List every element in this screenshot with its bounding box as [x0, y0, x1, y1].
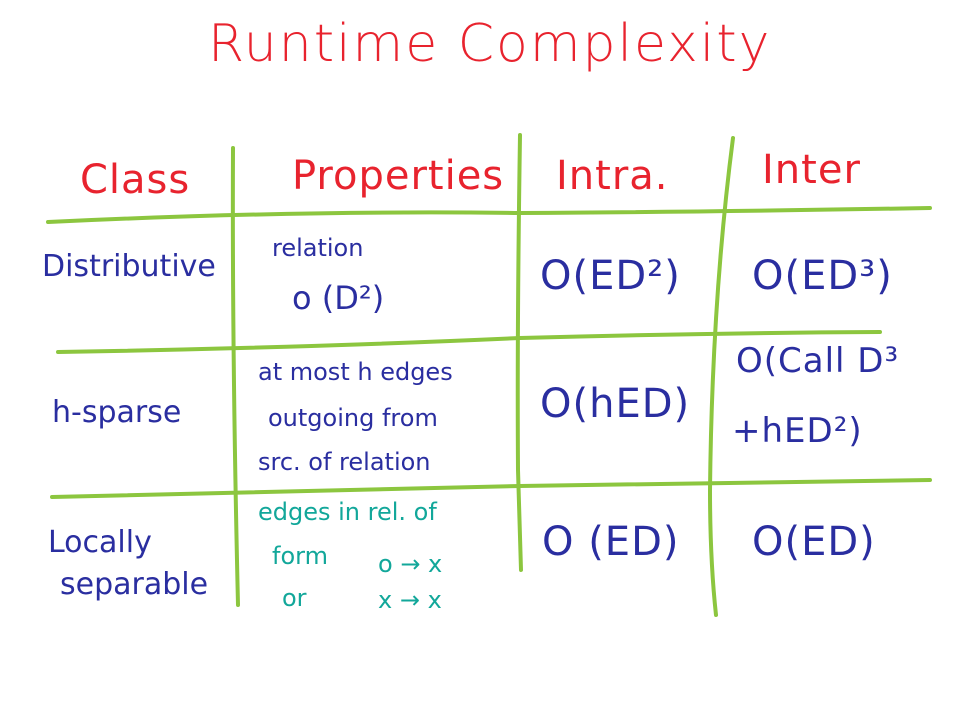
- row3-property-line3: o → x: [378, 550, 443, 578]
- grid-hline-3: [50, 478, 932, 499]
- header-intra: Intra.: [556, 153, 669, 199]
- row2-class: h-sparse: [52, 395, 182, 430]
- row1-intra: O(ED²): [540, 253, 681, 299]
- row3-property-line4: or: [282, 584, 307, 612]
- grid-hline-2: [56, 330, 882, 354]
- row3-class-line2: separable: [60, 567, 209, 602]
- header-class: Class: [80, 157, 191, 203]
- row2-property-line1: at most h edges: [258, 358, 453, 386]
- row3-property-line5: x → x: [378, 586, 442, 614]
- page-title: Runtime Complexity: [208, 14, 772, 74]
- row2-inter-line2: +hED²): [732, 411, 863, 451]
- row3-class-line1: Locally: [48, 525, 152, 560]
- header-inter: Inter: [762, 147, 861, 193]
- row2-property-line3: src. of relation: [258, 448, 431, 476]
- grid-vline-2: [515, 133, 523, 572]
- row3-intra: O (ED): [542, 519, 680, 565]
- row1-class: Distributive: [42, 249, 216, 284]
- grid-vline-3: [707, 136, 735, 617]
- grid-hline-1: [46, 206, 932, 224]
- row3-property-line1: edges in rel. of: [258, 498, 437, 526]
- row1-inter: O(ED³): [752, 253, 893, 299]
- row1-property-line1: relation: [272, 234, 364, 262]
- row3-property-line2: form: [272, 542, 328, 570]
- row1-property-line2: o (D²): [292, 279, 385, 317]
- row2-intra: O(hED): [540, 381, 691, 427]
- grid-vline-1: [230, 146, 240, 607]
- row3-inter: O(ED): [752, 519, 876, 565]
- row2-inter-line1: O(Call D³: [736, 341, 900, 381]
- header-properties: Properties: [292, 153, 505, 199]
- row2-property-line2: outgoing from: [268, 404, 438, 432]
